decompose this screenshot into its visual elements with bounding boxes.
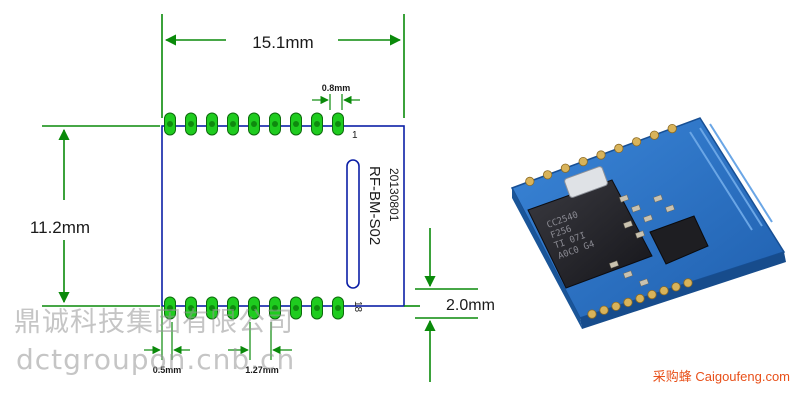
top-pad-hole	[251, 121, 257, 127]
top-pad-hole	[293, 121, 299, 127]
site-credit: 采购蜂 Caigoufeng.com	[652, 369, 790, 384]
watermark-domain: dctgroupon.cnb.cn	[16, 343, 296, 376]
smd-part	[619, 194, 629, 203]
edge-dimension	[144, 306, 190, 360]
bottom-pad-hole	[230, 305, 236, 311]
castellated-pad	[525, 176, 535, 186]
smd-part	[665, 204, 675, 213]
top-pad-hole	[272, 121, 278, 127]
castellated-pad	[599, 305, 609, 315]
smd-part	[623, 220, 633, 229]
castellated-pad	[587, 309, 597, 319]
watermark-company: 鼎诚科技集团有限公司	[14, 307, 294, 338]
castellated-pad	[635, 293, 645, 304]
castellated-pads	[525, 124, 693, 319]
module-outline	[161, 125, 405, 307]
date-code-label: 20130801	[387, 168, 401, 222]
castellated-pad	[578, 157, 588, 167]
bottom-pad-row	[164, 296, 344, 320]
bottom-pad-hole	[335, 305, 341, 311]
pitch-dimension	[228, 322, 292, 360]
antenna-slot	[346, 159, 360, 289]
module-photo: CC2540 F256 TI 07I A0C0 G4	[510, 117, 786, 329]
pad-width-label: 0.8mm	[322, 83, 351, 93]
castellated-pad	[671, 282, 681, 292]
antenna-segment	[709, 123, 773, 223]
bottom-pad-hole	[314, 305, 320, 311]
width-label: 15.1mm	[252, 33, 313, 52]
smd-part	[609, 260, 619, 269]
castellated-pad	[611, 301, 621, 311]
bottom-pad-hole	[188, 305, 194, 311]
castellated-pad	[649, 130, 660, 140]
castellated-pad	[560, 163, 571, 173]
pitch-label: 1.27mm	[245, 365, 279, 375]
castellated-pad	[683, 278, 693, 288]
crystal	[564, 166, 608, 198]
width-dimension	[161, 14, 405, 118]
bottom-gap-label: 2.0mm	[446, 297, 495, 314]
castellated-pad	[542, 170, 553, 180]
pcb-edge	[580, 252, 786, 329]
castellated-pad	[659, 286, 669, 296]
top-pad-hole	[335, 121, 341, 127]
castellated-pad	[596, 150, 606, 160]
smd-part	[623, 270, 633, 279]
castellated-pad	[623, 297, 633, 307]
top-pad-hole	[230, 121, 236, 127]
smd-part	[635, 230, 645, 239]
pad-width-dimension	[312, 94, 360, 110]
castellated-pad	[667, 124, 677, 134]
antenna-segment	[699, 127, 763, 227]
smd-part	[639, 278, 649, 287]
castellated-pad	[614, 143, 624, 153]
antenna-segment	[689, 131, 753, 231]
bottom-pad-hole	[293, 305, 299, 311]
bottom-gap-dimension	[404, 228, 478, 382]
bottom-pad-hole	[251, 305, 257, 311]
bottom-pad-hole	[167, 305, 173, 311]
top-pad-hole	[209, 121, 215, 127]
top-pad-hole	[188, 121, 194, 127]
bottom-pad-hole	[209, 305, 215, 311]
smd-part	[653, 194, 663, 203]
model-label: RF-BM-S02	[366, 166, 383, 245]
castellated-pad	[647, 289, 657, 300]
castellated-pad	[631, 137, 642, 147]
bottom-pad-hole	[272, 305, 278, 311]
small-ic	[649, 215, 709, 265]
antenna-trace	[689, 123, 773, 231]
pin-1-label: 1	[352, 130, 358, 141]
top-pad-row	[164, 112, 344, 136]
height-label: 11.2mm	[30, 218, 90, 237]
smd-components	[609, 194, 675, 287]
smd-part	[643, 214, 653, 223]
pin-18-label: 18	[352, 301, 363, 313]
height-dimension	[42, 125, 160, 307]
top-pad-hole	[314, 121, 320, 127]
smd-part	[631, 204, 641, 213]
edge-label: 0.5mm	[153, 365, 182, 375]
top-pad-hole	[167, 121, 173, 127]
